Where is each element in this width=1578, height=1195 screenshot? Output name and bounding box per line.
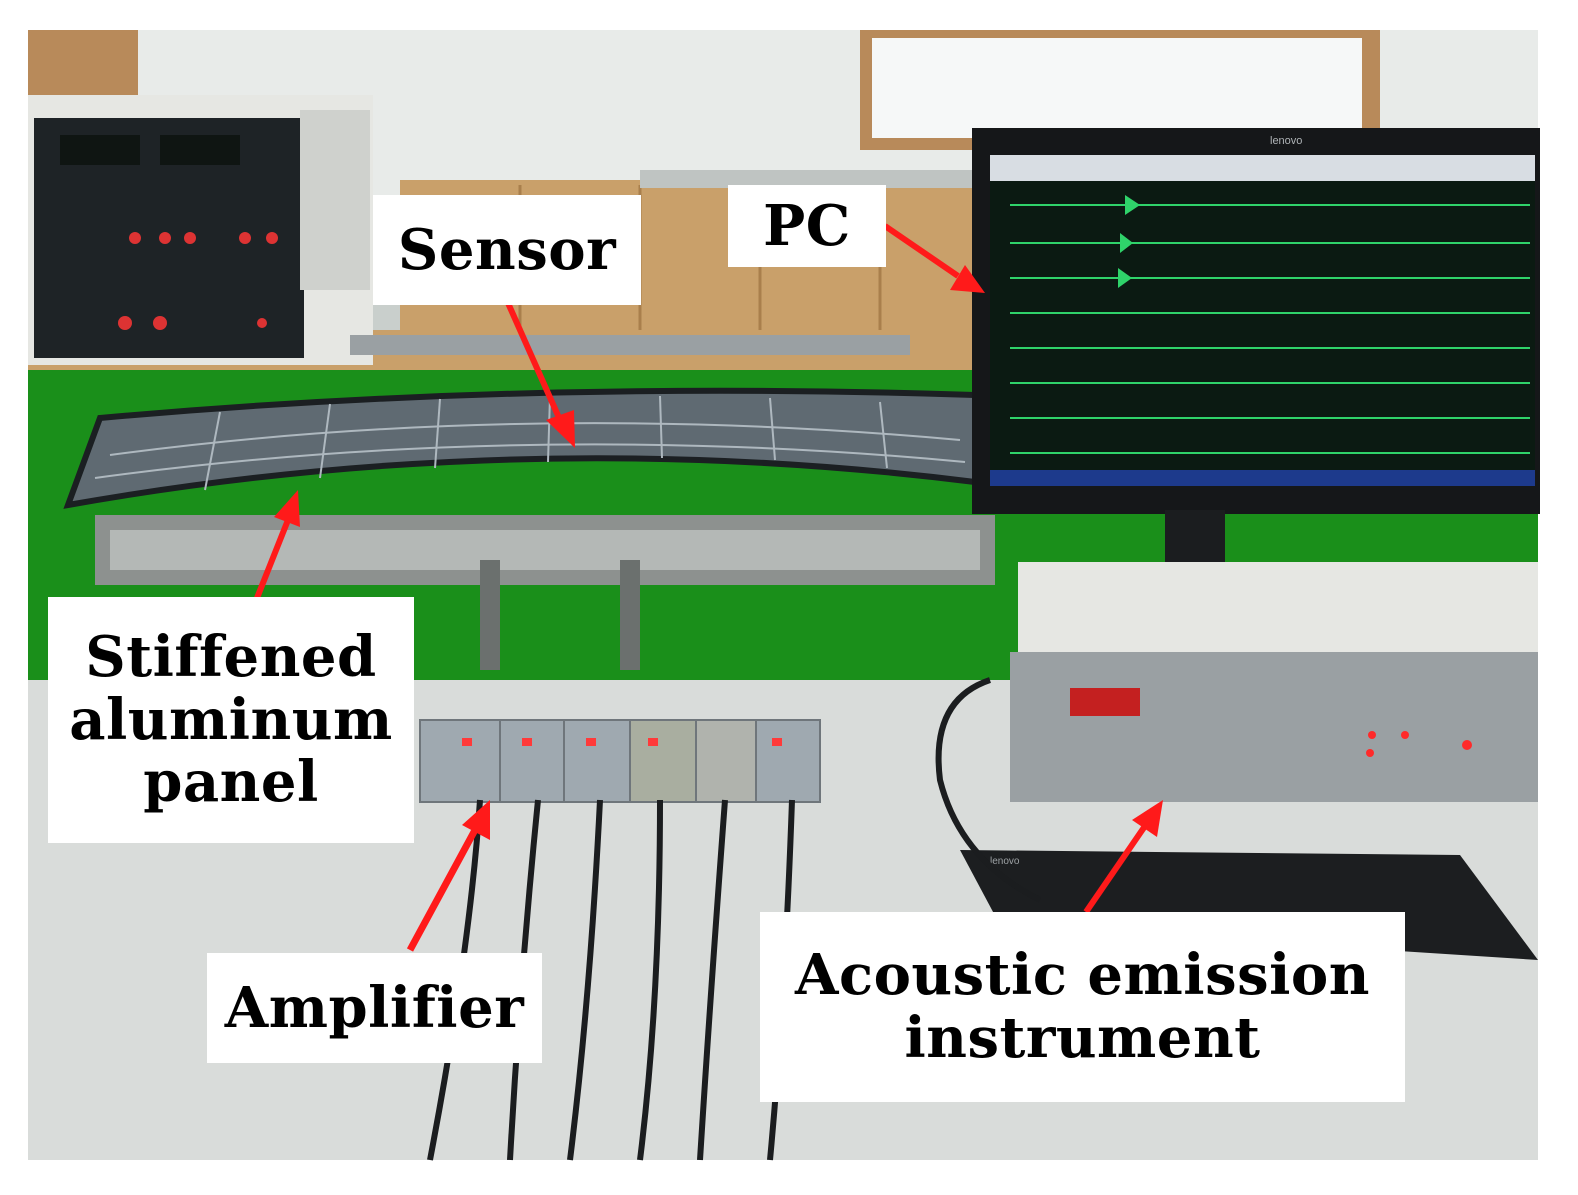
window-glass: [872, 38, 1362, 138]
screen-peaks: [1118, 195, 1140, 288]
ae-instrument-label: Acoustic emission instrument: [760, 912, 1405, 1102]
amplifier-leds: [462, 738, 782, 746]
monitor-screen: [990, 155, 1535, 485]
window-left: [28, 30, 138, 100]
amplifier-label-text: Amplifier: [224, 974, 525, 1041]
keyboard-brand: lenovo: [990, 856, 1020, 867]
pc-label-text: PC: [763, 192, 851, 259]
arrow-icon: [505, 301, 575, 448]
panel-label-line3: panel: [143, 749, 319, 816]
arrow-icon: [1083, 800, 1163, 914]
arrow-icon: [254, 490, 300, 600]
cabinet-side: [300, 110, 370, 290]
arrow-icon: [406, 800, 490, 952]
ae-label-line1: Acoustic emission: [795, 942, 1370, 1009]
amplifier-row: [419, 719, 821, 803]
ae-leds: [1366, 731, 1472, 757]
ae-instrument-tag: [1070, 688, 1140, 716]
test-frame-top: [350, 335, 910, 355]
panel-label-line1: Stiffened: [85, 623, 377, 690]
ae-instrument: [1010, 652, 1538, 802]
sensor-label: Sensor: [373, 195, 641, 305]
wall-rail: [640, 170, 1000, 188]
panel-buttons: [118, 232, 278, 330]
screen-menubar: [990, 155, 1535, 181]
screen-traces: [1010, 204, 1530, 454]
arrow-icon: [883, 223, 985, 293]
screen-taskbar: [990, 470, 1535, 486]
pc-label: PC: [728, 185, 886, 267]
ae-label-line2: instrument: [904, 1005, 1261, 1071]
monitor-brand: lenovo: [1270, 135, 1302, 147]
panel-grid: [94, 395, 966, 491]
test-frame-rail: [110, 530, 980, 570]
panel-label-line2: aluminum: [69, 686, 393, 753]
panel-display-1: [60, 135, 140, 165]
panel-label: Stiffened aluminum panel: [48, 597, 414, 843]
frame-leg-1: [480, 560, 500, 670]
panel-display-2: [160, 135, 240, 165]
sensor-label-text: Sensor: [397, 216, 617, 283]
amplifier-label: Amplifier: [207, 953, 542, 1063]
ae-instrument-top: [1018, 562, 1538, 662]
frame-leg-2: [620, 560, 640, 670]
